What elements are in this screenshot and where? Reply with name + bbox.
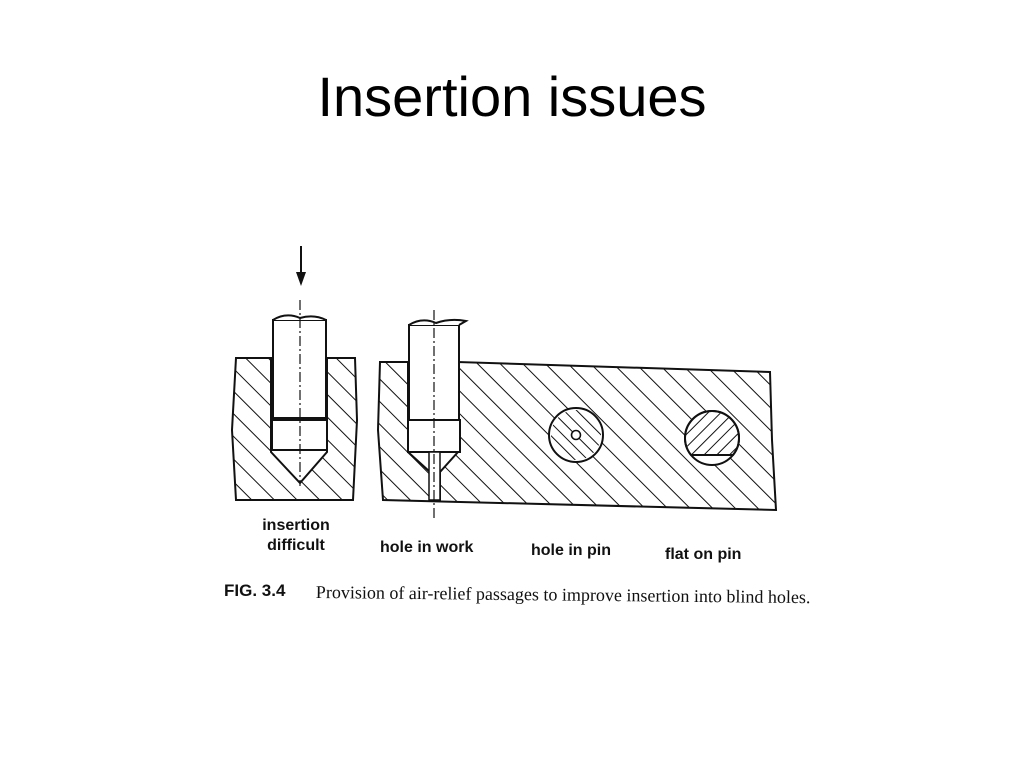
pin-section-hole-in-pin bbox=[548, 407, 604, 463]
label-insertion-difficult-line1: insertion bbox=[262, 517, 330, 534]
pin-left bbox=[271, 300, 328, 486]
label-insertion-difficult-line2: difficult bbox=[267, 537, 325, 554]
slide-title: Insertion issues bbox=[317, 65, 707, 128]
label-hole-in-pin: hole in pin bbox=[531, 542, 611, 559]
figure-number: FIG. 3.4 bbox=[224, 581, 286, 600]
label-hole-in-work: hole in work bbox=[380, 539, 474, 556]
pin-hole-in-work bbox=[407, 310, 469, 520]
insertion-arrow bbox=[296, 246, 306, 286]
label-flat-on-pin: flat on pin bbox=[665, 546, 742, 563]
label-insertion-difficult: insertion difficult bbox=[254, 516, 338, 556]
pin-section-flat-on-pin bbox=[684, 410, 740, 466]
